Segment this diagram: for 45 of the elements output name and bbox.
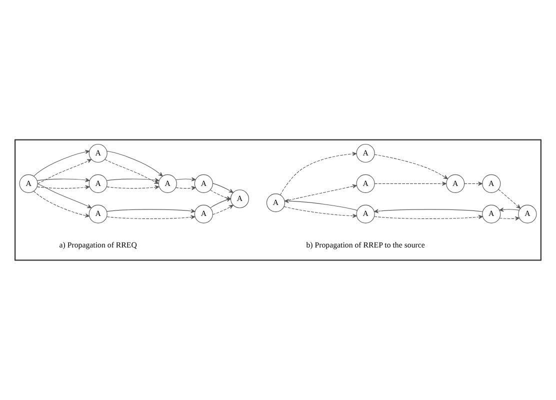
arrow xyxy=(284,199,358,211)
node-circle: A xyxy=(88,204,108,224)
node-circle: A xyxy=(482,204,501,224)
arrow xyxy=(374,214,483,219)
node-circle: A xyxy=(482,174,501,193)
arrow xyxy=(33,190,90,218)
arrow xyxy=(374,209,483,214)
node-circle: A xyxy=(88,174,108,193)
arrow xyxy=(464,182,482,186)
arrow xyxy=(106,208,196,214)
node-circle: A xyxy=(158,174,177,193)
arrow xyxy=(37,183,92,208)
label: b) Propagation of RREP to the source xyxy=(306,240,425,250)
cluster xyxy=(14,139,542,261)
arrow xyxy=(176,177,196,182)
arrow xyxy=(106,150,163,176)
node-circle: A xyxy=(356,204,375,224)
arrow xyxy=(374,154,448,180)
node-circle: A xyxy=(446,174,465,193)
node-circle: A xyxy=(266,194,286,212)
arrow xyxy=(36,178,90,182)
arrow xyxy=(280,152,357,196)
arrow xyxy=(499,208,520,212)
node-circle: A xyxy=(194,174,213,193)
arrow xyxy=(106,185,160,190)
node-circle: A xyxy=(356,174,375,193)
node-circle: A xyxy=(194,204,213,224)
node-circle: A xyxy=(518,204,537,224)
node-circle: A xyxy=(19,174,38,193)
arrow xyxy=(106,215,196,220)
arrow xyxy=(37,159,92,184)
arrow xyxy=(498,189,521,209)
arrow xyxy=(36,185,90,190)
node-circle: A xyxy=(230,190,249,208)
label: a) Propagation of RREQ xyxy=(59,240,137,250)
arrow xyxy=(499,216,520,221)
arrow xyxy=(33,150,90,176)
arrow xyxy=(374,182,446,186)
arrow xyxy=(176,186,196,190)
node-circle: A xyxy=(88,144,108,163)
node-circle: A xyxy=(356,144,375,163)
arrow xyxy=(212,204,234,215)
arrow xyxy=(284,206,357,218)
arrow xyxy=(210,190,231,200)
arrow xyxy=(212,183,234,193)
